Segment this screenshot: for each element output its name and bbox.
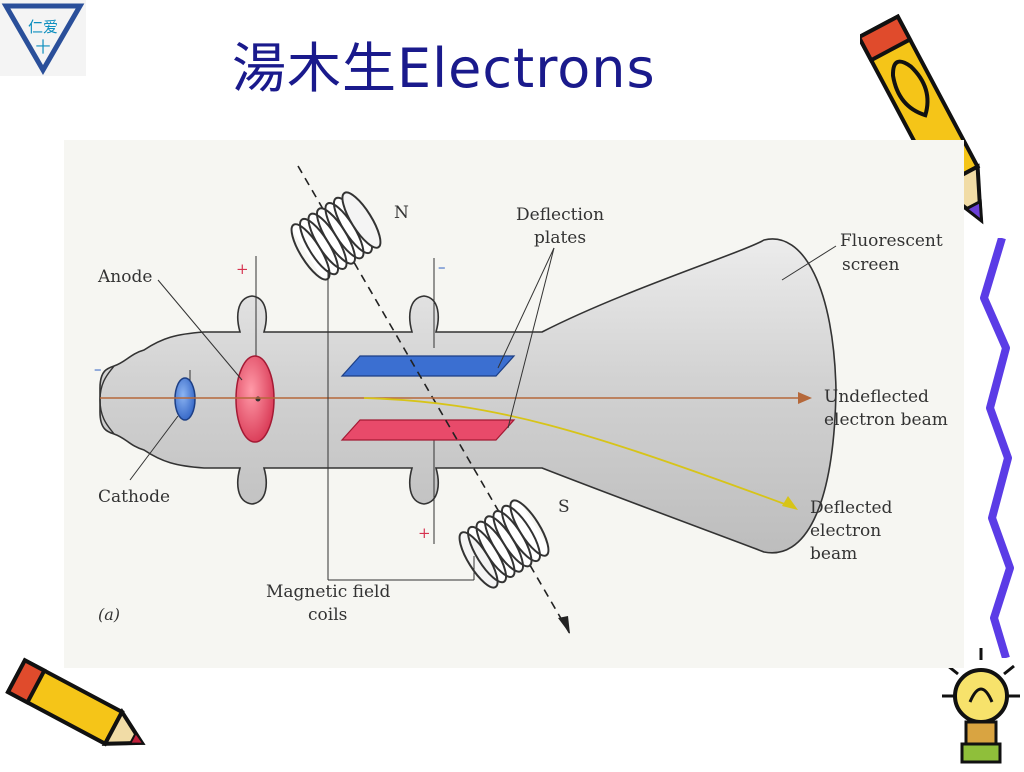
label-cathode: Cathode bbox=[98, 487, 170, 507]
tube-body bbox=[99, 238, 837, 554]
label-south: S bbox=[558, 497, 570, 517]
cathode-minus-sign: – bbox=[94, 360, 102, 378]
lightbulb-icon bbox=[938, 646, 1024, 768]
deflected-beam bbox=[363, 397, 791, 507]
bottom-deflection-plate bbox=[340, 419, 516, 441]
cathode-disc bbox=[174, 377, 196, 421]
label-deflected-3: beam bbox=[810, 544, 857, 564]
label-panel: (a) bbox=[98, 605, 120, 624]
school-logo: 仁爱 十 bbox=[0, 0, 86, 76]
label-deflected-1: Deflected bbox=[810, 498, 893, 518]
cathode-leader bbox=[129, 415, 179, 481]
undeflected-arrowhead bbox=[798, 392, 812, 404]
label-north: N bbox=[394, 203, 409, 223]
field-arrowhead bbox=[558, 616, 570, 634]
plates-leader-bottom bbox=[507, 247, 555, 429]
zigzag-line-decoration bbox=[962, 236, 1024, 660]
logo-text-bottom: 十 bbox=[35, 38, 50, 56]
pencil-icon-bottom bbox=[0, 652, 160, 768]
label-undeflected-2: electron beam bbox=[824, 410, 948, 430]
label-undeflected-1: Undeflected bbox=[824, 387, 929, 407]
label-screen-2: screen bbox=[842, 255, 899, 275]
deflected-arrowhead bbox=[782, 496, 798, 510]
label-deflected-2: electron bbox=[810, 521, 881, 541]
logo-text-top: 仁爱 bbox=[28, 18, 58, 36]
plates-leader-top bbox=[497, 247, 555, 369]
north-coil bbox=[290, 191, 383, 281]
label-magnetic-2: coils bbox=[308, 605, 347, 625]
label-deflection-2: plates bbox=[534, 228, 586, 248]
anode-disc bbox=[235, 355, 275, 443]
label-deflection-1: Deflection bbox=[516, 205, 604, 225]
slide-title: 湯木生Electrons bbox=[232, 37, 656, 100]
label-magnetic-1: Magnetic field bbox=[266, 582, 390, 602]
label-screen-1: Fluorescent bbox=[840, 231, 943, 251]
screen-leader bbox=[781, 245, 837, 281]
south-coil bbox=[458, 499, 551, 589]
top-plate-minus-sign: – bbox=[438, 258, 446, 276]
top-deflection-plate bbox=[340, 355, 516, 377]
bottom-plate-plus-sign: + bbox=[418, 524, 431, 542]
label-anode: Anode bbox=[97, 267, 152, 287]
anode-leader bbox=[157, 279, 243, 381]
crt-diagram: Anode Cathode N S Deflection plates Fluo… bbox=[64, 140, 964, 668]
anode-plus-sign: + bbox=[236, 260, 249, 278]
